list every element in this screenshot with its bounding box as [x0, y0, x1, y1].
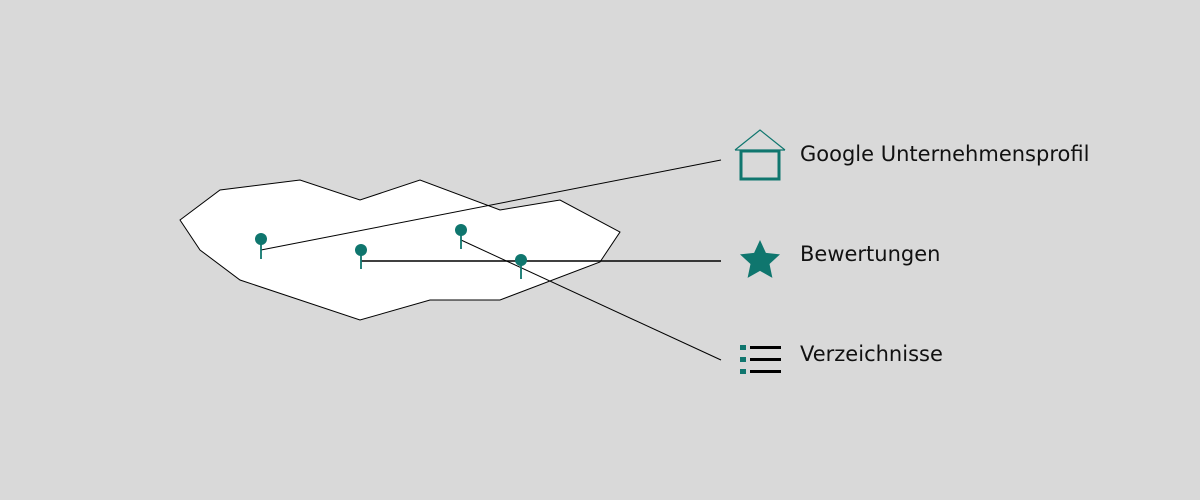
map-pin-icon — [355, 244, 367, 269]
map-region — [179, 179, 621, 321]
map-pin-icon — [515, 254, 527, 279]
legend-label-reviews: Bewertungen — [800, 242, 941, 266]
map-pin-icon — [455, 224, 467, 249]
legend-label-directories: Verzeichnisse — [800, 342, 943, 366]
star-icon — [740, 240, 780, 278]
legend-label-profile: Google Unternehmensprofil — [800, 142, 1090, 166]
connector-profile-line — [260, 159, 722, 251]
house-icon — [734, 129, 786, 181]
connector-directories-line — [460, 239, 722, 361]
map-pin-icon — [255, 233, 267, 259]
list-icon — [740, 345, 781, 374]
